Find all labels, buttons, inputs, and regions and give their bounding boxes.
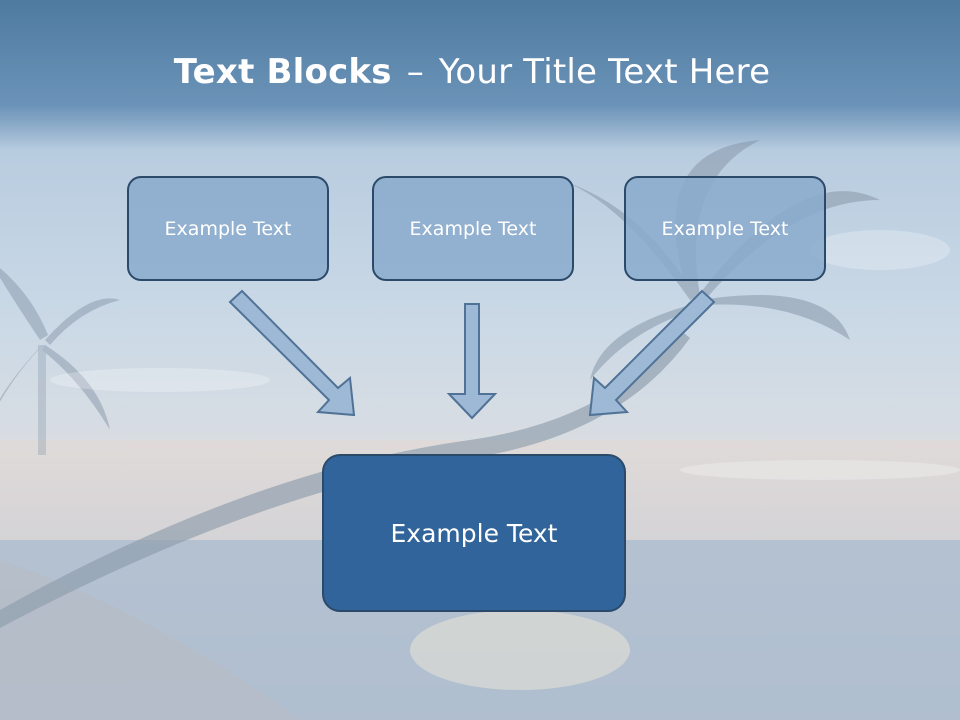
title-band xyxy=(0,0,960,150)
title-dash: – xyxy=(406,52,424,92)
title-rest: Your Title Text Here xyxy=(438,52,771,92)
text-block-2-label: Example Text xyxy=(409,217,537,240)
text-block-3[interactable]: Example Text xyxy=(624,176,826,281)
text-block-2[interactable]: Example Text xyxy=(372,176,574,281)
title-bold-part: Text Blocks xyxy=(173,52,392,92)
slide-title: Text Blocks – Your Title Text Here xyxy=(0,52,944,92)
target-text-block[interactable]: Example Text xyxy=(322,454,626,612)
target-text-block-label: Example Text xyxy=(390,518,558,548)
text-block-1-label: Example Text xyxy=(164,217,292,240)
text-block-3-label: Example Text xyxy=(661,217,789,240)
text-block-1[interactable]: Example Text xyxy=(127,176,329,281)
